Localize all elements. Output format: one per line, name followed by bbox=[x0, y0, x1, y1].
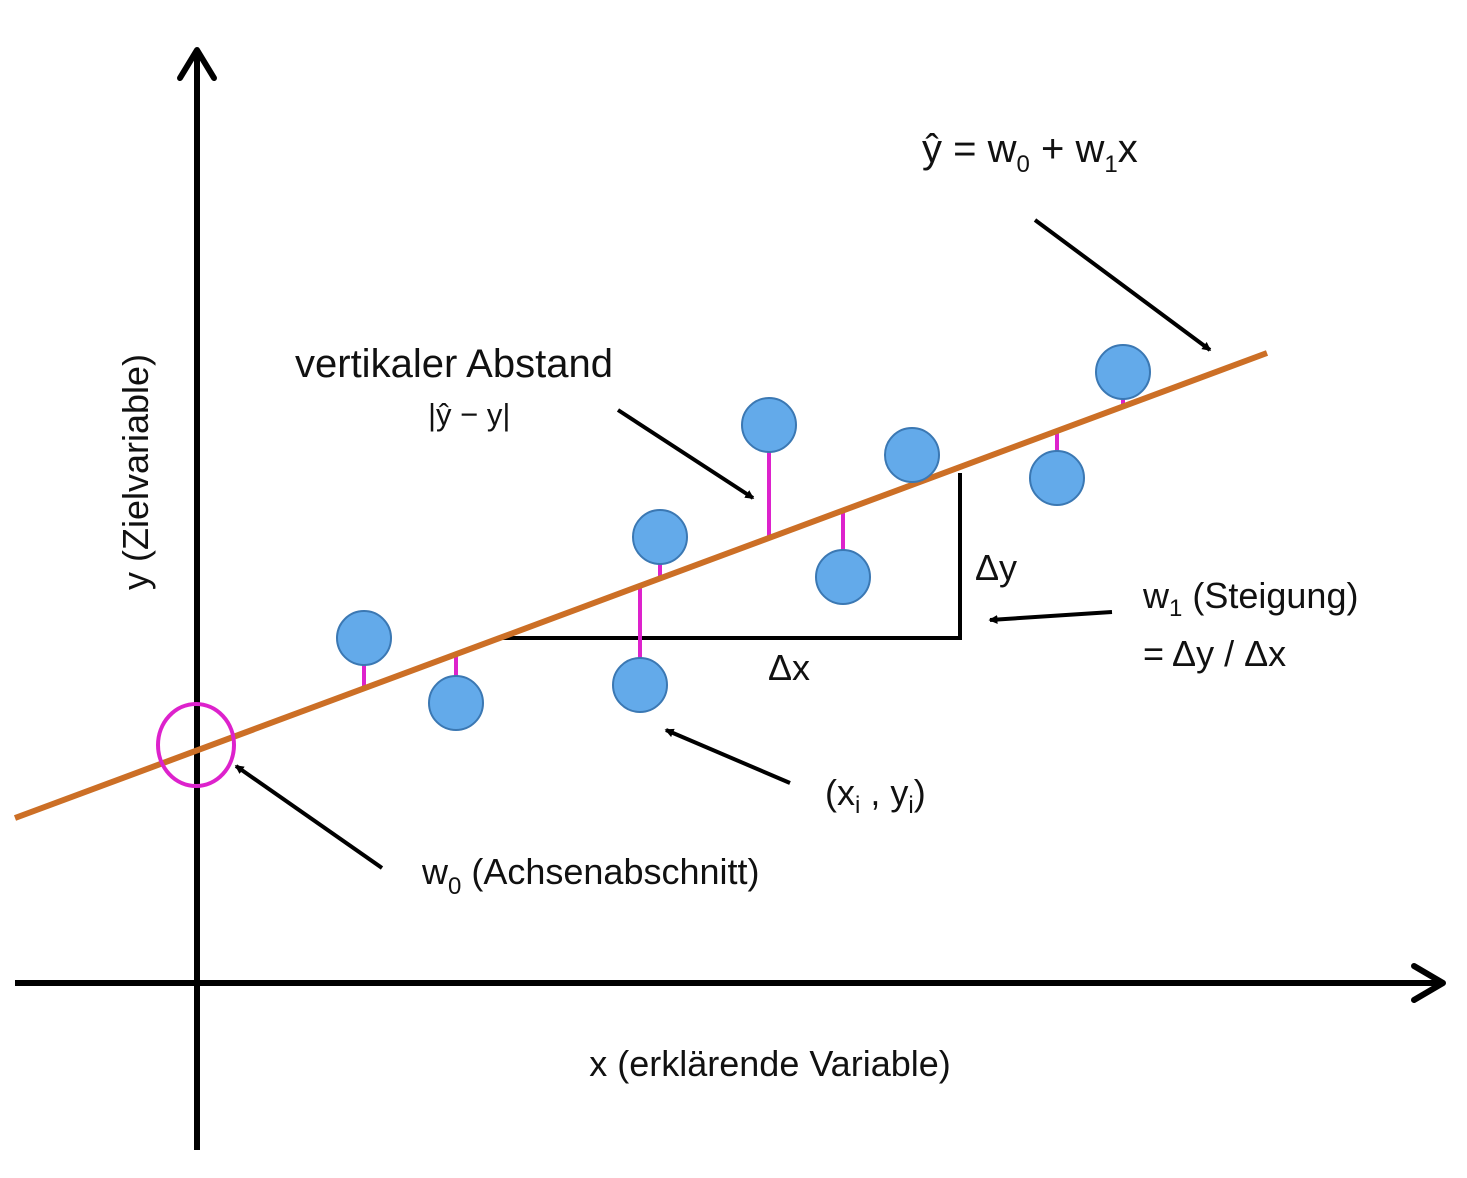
intercept-w: w bbox=[421, 851, 449, 892]
equation-sub1: 1 bbox=[1104, 151, 1117, 178]
data-point bbox=[632, 509, 688, 565]
intercept-name: (Achsenabschnitt) bbox=[461, 851, 759, 892]
data-point bbox=[428, 675, 484, 731]
delta-y-label: Δy bbox=[975, 547, 1017, 588]
slope-formula: = Δy / Δx bbox=[1143, 633, 1286, 674]
data-points bbox=[336, 344, 1151, 731]
x-axis-label: x (erklärende Variable) bbox=[589, 1043, 951, 1084]
equation-arrow bbox=[1033, 218, 1212, 352]
slope-name: (Steigung) bbox=[1182, 575, 1358, 616]
data-point bbox=[741, 397, 797, 453]
point-close: ) bbox=[914, 772, 926, 813]
data-point bbox=[884, 427, 940, 483]
slope-triangle bbox=[500, 473, 962, 640]
data-point bbox=[1029, 450, 1085, 506]
axes bbox=[15, 47, 1446, 1150]
x-axis-arrowhead bbox=[1411, 963, 1446, 1003]
equation-yhat: ŷ bbox=[922, 127, 942, 171]
distance-formula: |ŷ − y| bbox=[428, 397, 510, 432]
equation-x: x bbox=[1118, 127, 1138, 171]
intercept-marker bbox=[156, 702, 236, 788]
point-label: (xi , yi) bbox=[825, 772, 926, 819]
point-arrow bbox=[664, 728, 791, 785]
distance-label: vertikaler Abstand bbox=[295, 342, 613, 386]
delta-x-label: Δx bbox=[768, 647, 810, 688]
slope-arrow bbox=[988, 610, 1113, 624]
equation-equals: = bbox=[942, 127, 988, 171]
y-axis-arrowhead bbox=[177, 47, 217, 81]
slope-label: w1 (Steigung) bbox=[1142, 575, 1358, 622]
data-point bbox=[1095, 344, 1151, 400]
annotation-arrows bbox=[234, 218, 1212, 870]
data-point bbox=[336, 610, 392, 666]
regression-equation: ŷ = w0 + w1x bbox=[922, 127, 1138, 178]
point-sub-y: i bbox=[908, 792, 913, 819]
intercept-arrow bbox=[234, 764, 384, 870]
slope-w: w bbox=[1142, 575, 1170, 616]
point-comma: , y bbox=[860, 772, 908, 813]
slope-sub: 1 bbox=[1169, 595, 1182, 622]
equation-plus: + bbox=[1030, 127, 1076, 171]
regression-line bbox=[13, 350, 1269, 821]
intercept-label: w0 (Achsenabschnitt) bbox=[421, 851, 760, 900]
equation-w0: w bbox=[987, 127, 1017, 171]
distance-arrow bbox=[616, 408, 755, 500]
equation-w1: w bbox=[1074, 127, 1104, 171]
point-open: (x bbox=[825, 772, 855, 813]
point-sub-x: i bbox=[855, 792, 860, 819]
data-point bbox=[612, 657, 668, 713]
equation-sub0: 0 bbox=[1016, 151, 1029, 178]
intercept-sub: 0 bbox=[448, 873, 461, 900]
data-point bbox=[815, 549, 871, 605]
y-axis-label: y (Zielvariable) bbox=[115, 354, 156, 590]
